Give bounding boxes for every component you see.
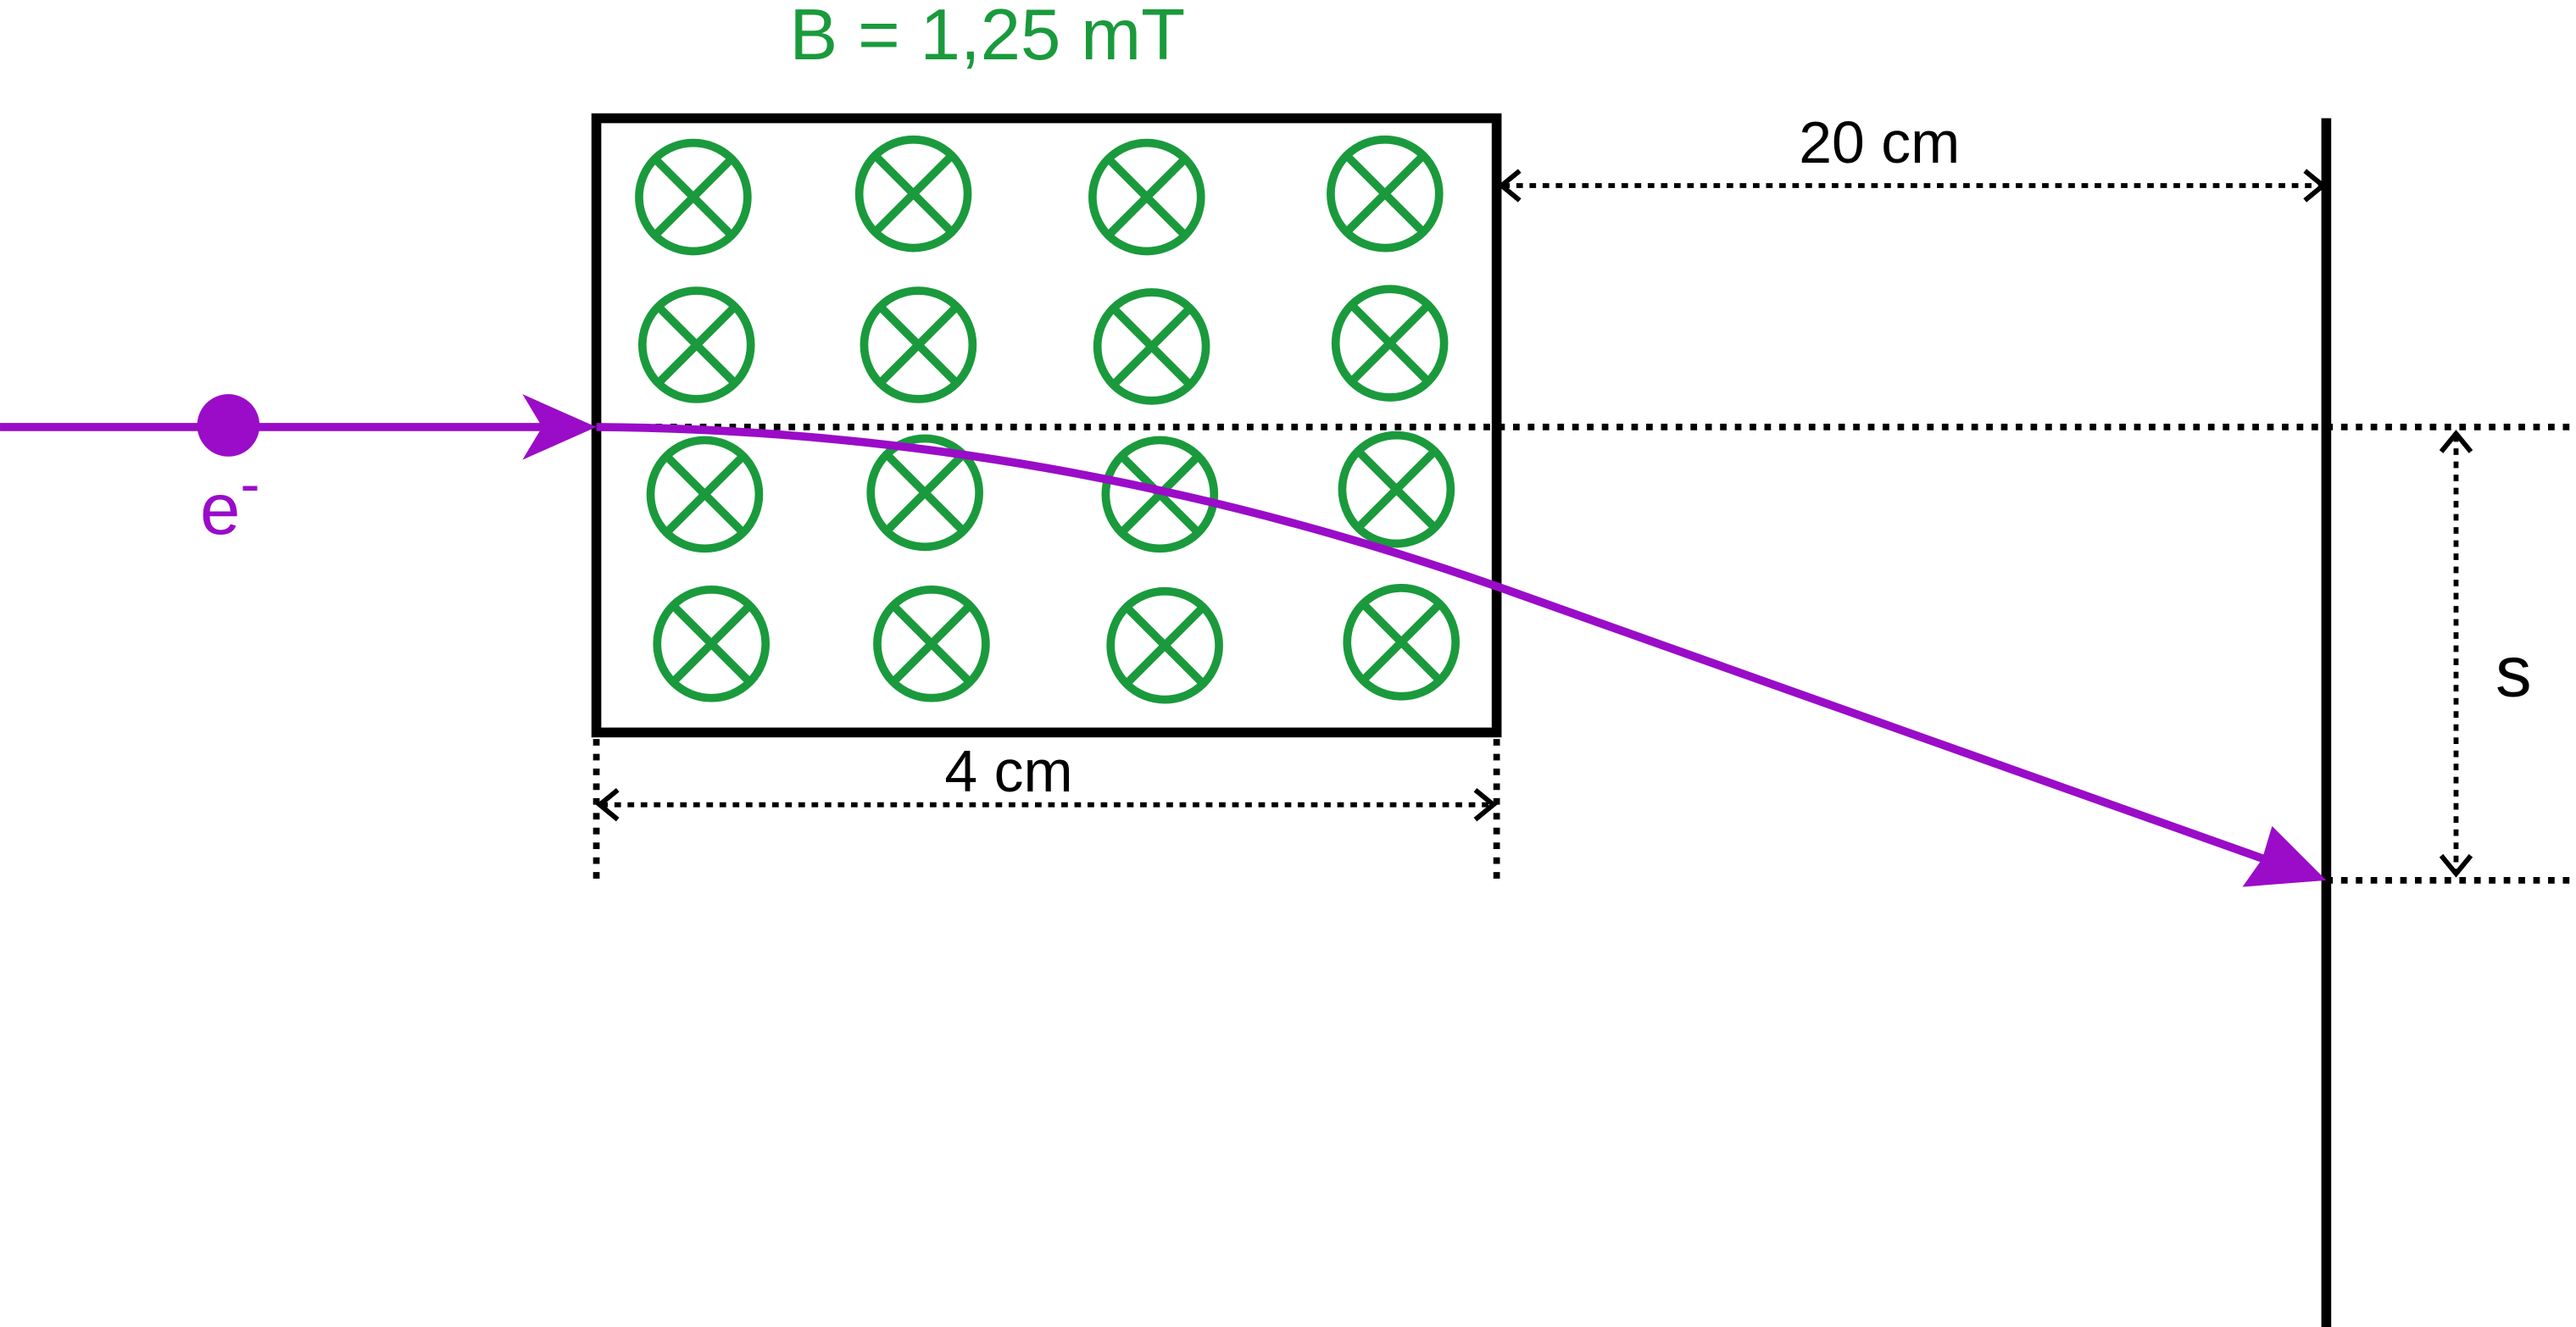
field-into-page-icon	[639, 143, 748, 252]
field-width-dimension	[595, 787, 1498, 822]
field-into-page-icon	[657, 590, 765, 698]
screen-distance-label: 20 cm	[1799, 109, 1960, 175]
field-into-page-icon	[1110, 591, 1219, 700]
electron-deflected-path	[596, 423, 2266, 863]
field-strength-label: B = 1,25 mT	[789, 0, 1185, 75]
electron-particle	[197, 394, 260, 457]
field-into-page-icon	[860, 140, 968, 248]
field-into-page-icon	[643, 291, 751, 399]
field-into-page-icon	[877, 590, 986, 698]
field-into-page-icon	[1098, 292, 1206, 401]
deflection-label: s	[2495, 632, 2532, 713]
deflection-dimension	[2439, 430, 2473, 878]
field-width-label: 4 cm	[944, 738, 1072, 804]
electron-label: e-	[200, 451, 260, 550]
field-into-page-icon	[651, 440, 759, 548]
electron-charge-sign: -	[240, 451, 259, 517]
field-symbols	[639, 140, 1455, 700]
field-into-page-icon	[1331, 140, 1439, 248]
electron-impact-arrowhead	[2242, 825, 2327, 887]
field-into-page-icon	[864, 291, 972, 399]
field-into-page-icon	[1093, 143, 1201, 252]
electron-symbol: e	[200, 469, 240, 550]
field-into-page-icon	[1347, 588, 1455, 697]
field-into-page-icon	[1342, 436, 1450, 544]
field-into-page-icon	[1336, 289, 1444, 397]
electron-entry-arrowhead	[522, 394, 597, 460]
screen-distance-dimension	[1497, 169, 2328, 203]
